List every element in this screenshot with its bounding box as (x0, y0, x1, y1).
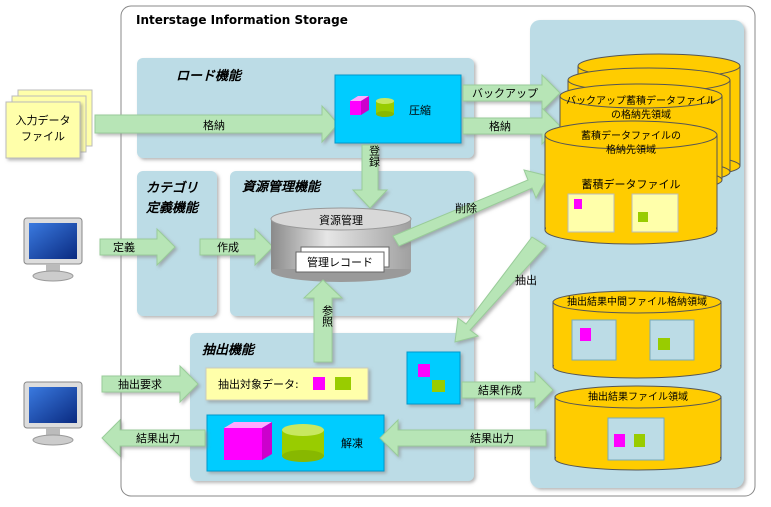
svg-text:抽出: 抽出 (515, 273, 537, 287)
arrow-store-in: 格納 (94, 104, 339, 144)
input-data-label-1: 入力データ (16, 113, 71, 127)
svg-text:バックアップ: バックアップ (472, 87, 538, 100)
arrow-create: 作成 (199, 227, 274, 267)
resource-mgmt-label: 資源管理 (319, 213, 363, 227)
arrow-delete: 削除 (392, 169, 549, 247)
store-file-label: 蓄積データファイル (582, 177, 681, 191)
result-area-label: 抽出結果ファイル領域 (588, 390, 688, 403)
arrow-register: 登録 (351, 144, 389, 209)
arrow-extract: 抽出 (454, 236, 547, 343)
document-icon (567, 193, 679, 233)
cube-icon (224, 422, 272, 460)
load-title: ロード機能 (176, 68, 243, 84)
arrow-backup: バックアップ (462, 73, 561, 113)
compress-box: 圧縮 (334, 74, 462, 144)
svg-text:削除: 削除 (455, 201, 477, 215)
extract-target-box: 抽出対象データ: (205, 367, 369, 401)
svg-text:結果作成: 結果作成 (478, 383, 522, 397)
svg-text:参照: 参照 (321, 304, 334, 328)
mgmt-record-label: 管理レコード (307, 255, 373, 269)
category-title-1: カテゴリ (146, 180, 198, 196)
svg-text:格納: 格納 (203, 118, 225, 132)
arrow-define: 定義 (99, 227, 176, 267)
extract-working-box (406, 351, 461, 405)
svg-text:定義: 定義 (113, 240, 135, 254)
input-data-label-2: ファイル (21, 130, 65, 143)
cylinder-icon (376, 98, 394, 117)
interim-area-label: 抽出結果中間ファイル格納領域 (567, 295, 707, 308)
svg-text:結果出力: 結果出力 (136, 431, 180, 445)
monitor-icon (23, 217, 83, 282)
arrow-result-create: 結果作成 (461, 370, 554, 410)
arrow-result-output-in: 結果出力 (379, 418, 547, 458)
svg-text:抽出要求: 抽出要求 (118, 377, 162, 391)
cube-icon (350, 96, 369, 115)
decompress-box: 解凍 (206, 414, 385, 472)
backup-label-1: バックアップ蓄積データファイル (566, 94, 716, 107)
category-panel (137, 171, 217, 316)
svg-text:結果出力: 結果出力 (470, 431, 514, 445)
frame-title: Interstage Information Storage (136, 13, 348, 27)
result-area-cylinder: 抽出結果ファイル領域 (554, 385, 722, 471)
input-data-file: 入力データ ファイル (5, 89, 93, 159)
interim-area-cylinder: 抽出結果中間ファイル格納領域 (552, 290, 722, 379)
store-area-cylinder: 蓄積データファイルの 格納先領域 蓄積データファイル (544, 120, 718, 245)
backup-label-2: の格納先領域 (611, 108, 671, 121)
arrow-reference: 参照 (302, 279, 344, 363)
svg-text:格納: 格納 (489, 119, 511, 133)
arrow-extract-request: 抽出要求 (101, 364, 199, 404)
resource-mgmt-cylinder: 資源管理 管理レコード (270, 207, 412, 282)
cylinder-icon (282, 424, 324, 462)
arrow-result-output-out: 結果出力 (101, 418, 206, 458)
category-title-2: 定義機能 (145, 200, 200, 216)
monitor-icon (23, 381, 83, 446)
store-area-label-2: 格納先領域 (606, 143, 656, 156)
store-area-label-1: 蓄積データファイルの (581, 129, 681, 142)
compress-label: 圧縮 (409, 103, 431, 117)
svg-text:作成: 作成 (217, 241, 239, 254)
extract-title: 抽出機能 (202, 342, 256, 358)
svg-text:登録: 登録 (368, 144, 381, 167)
extract-target-label: 抽出対象データ: (218, 377, 299, 391)
decompress-label: 解凍 (341, 436, 363, 450)
resource-title: 資源管理機能 (242, 179, 322, 195)
